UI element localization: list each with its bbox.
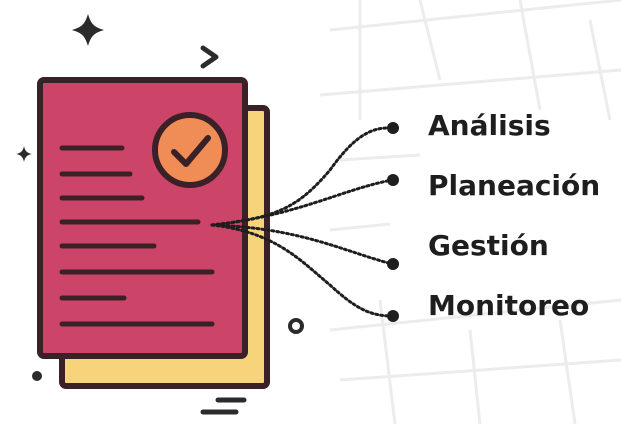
bullet-dot xyxy=(387,122,399,134)
map-background xyxy=(319,0,621,424)
label-monitoreo: Monitoreo xyxy=(428,289,590,322)
connector-planeacion xyxy=(210,178,394,227)
connector-monitoreo xyxy=(210,223,394,318)
bullet-dot xyxy=(387,174,399,186)
dash-lines xyxy=(200,397,247,415)
sparkle-icon xyxy=(16,146,32,162)
connectors xyxy=(210,126,394,318)
document-icon xyxy=(37,77,270,389)
label-gestion: Gestión xyxy=(428,229,549,262)
label-analisis: Análisis xyxy=(428,109,551,142)
label-planeacion: Planeación xyxy=(428,169,601,202)
bullet-dot xyxy=(387,310,399,322)
sparkle-icon xyxy=(72,14,104,46)
document-text-lines xyxy=(59,145,215,327)
check-circle-icon xyxy=(152,112,228,188)
connector-gestion xyxy=(210,223,394,266)
bullet-dot xyxy=(387,258,399,270)
circle-icon xyxy=(288,318,304,334)
check-mark-icon xyxy=(171,135,211,167)
chevron-icon xyxy=(200,45,219,69)
circle-icon xyxy=(32,371,42,381)
connector-dots xyxy=(387,122,399,322)
